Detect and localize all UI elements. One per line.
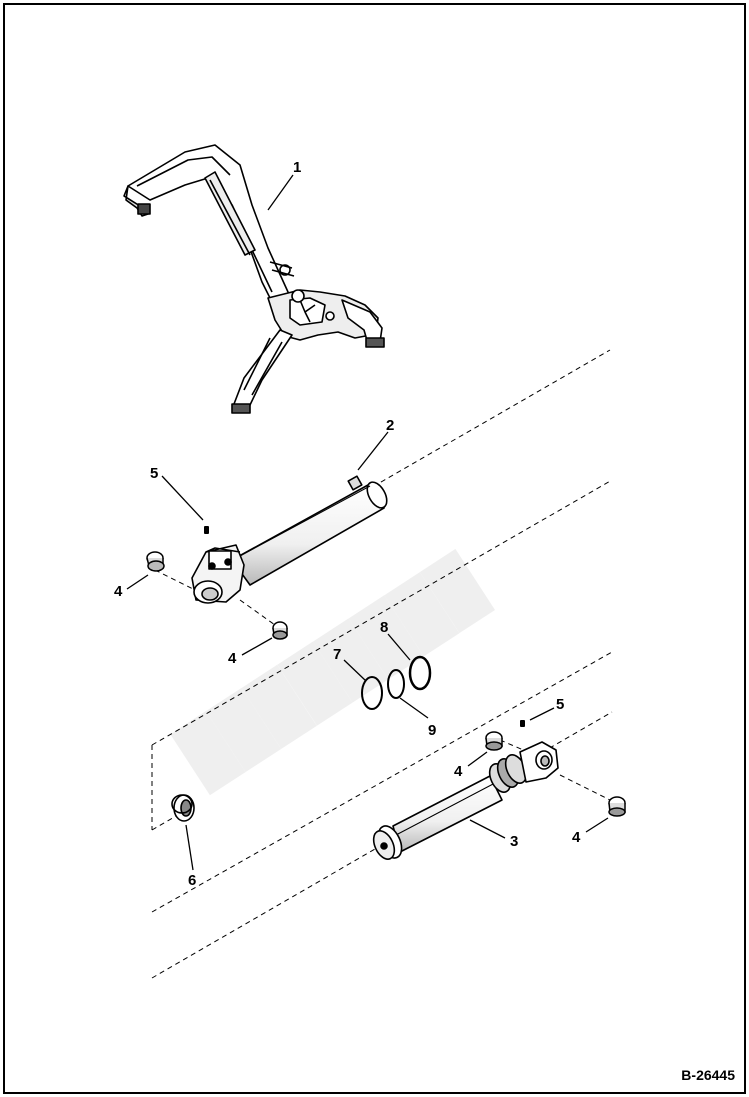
piston-rod xyxy=(372,741,559,860)
callout-4-lower: 4 xyxy=(228,650,237,667)
callout-4-rod: 4 xyxy=(454,763,463,780)
backhoe-assembly xyxy=(123,144,385,414)
cylinder-barrel xyxy=(191,475,388,604)
callout-1: 1 xyxy=(293,159,301,176)
callout-4-right: 4 xyxy=(572,829,581,846)
seal-rings xyxy=(361,655,432,710)
callout-2: 2 xyxy=(386,417,394,434)
callout-5-upper: 5 xyxy=(150,465,158,482)
leader-lines xyxy=(126,174,609,871)
gland-part xyxy=(171,794,195,822)
callout-9: 9 xyxy=(428,722,436,739)
bushing-parts xyxy=(146,551,626,817)
callout-8: 8 xyxy=(380,619,388,636)
document-number: B-26445 xyxy=(681,1067,735,1083)
grease-fittings xyxy=(204,526,525,727)
callout-7: 7 xyxy=(333,646,341,663)
callout-6: 6 xyxy=(188,872,196,889)
diagram-frame xyxy=(3,3,746,1094)
callout-5-lower: 5 xyxy=(556,696,564,713)
callout-4-left: 4 xyxy=(114,583,123,600)
callout-labels: 1 2 3 4 4 4 4 5 5 6 7 8 9 xyxy=(114,159,581,889)
callout-3: 3 xyxy=(510,833,518,850)
